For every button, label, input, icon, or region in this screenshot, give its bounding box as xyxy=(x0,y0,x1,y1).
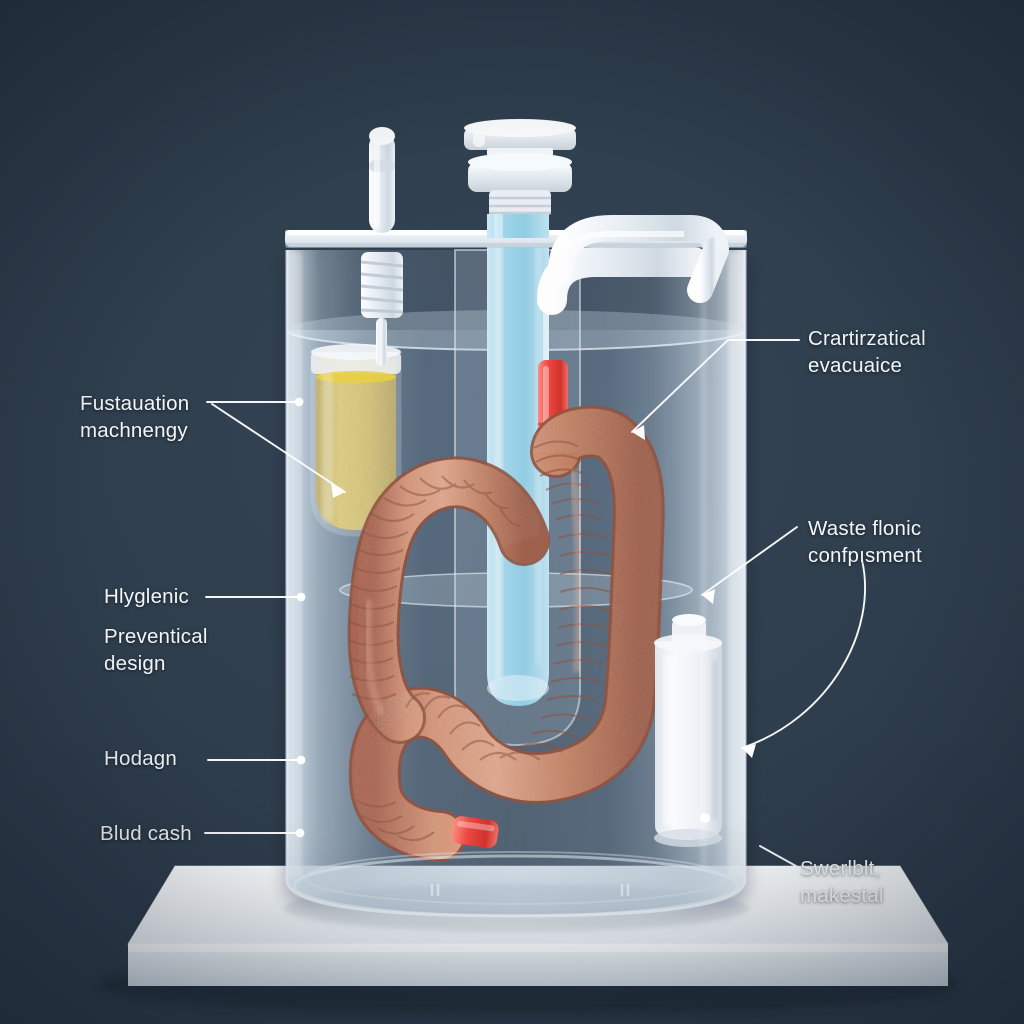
label-preventical-design: Preventical design xyxy=(104,623,208,677)
vessel-edges xyxy=(285,250,747,918)
leader-anchor-dots xyxy=(294,397,710,838)
elbow-spout xyxy=(548,215,729,303)
label-hygienic: Hlyglenic xyxy=(104,583,189,610)
leader-arrowheads xyxy=(331,425,756,758)
label-fluid-catch: Blud cash xyxy=(100,820,192,847)
copper-coil xyxy=(347,405,665,862)
label-housing: Hodagn xyxy=(104,745,177,772)
label-filtration-machinery: Fustauation machnengy xyxy=(80,390,189,444)
leader-swivel xyxy=(759,845,797,867)
leader-evacuation-branch xyxy=(631,339,729,433)
leader-filtration-branch xyxy=(211,403,346,493)
dropper-probe xyxy=(360,127,404,366)
granule-cartridge xyxy=(310,344,402,537)
label-centralized-evacuation: Crartirzatical evacuaice xyxy=(808,325,926,379)
label-swivel-makestal: Swerlblt, makestal xyxy=(800,855,884,909)
leader-waste-curve xyxy=(741,559,866,749)
threaded-collar xyxy=(360,252,404,318)
blue-tube-top xyxy=(487,214,549,238)
label-waste-flow-compartment: Waste flonic confpısment xyxy=(808,515,922,569)
cap-assembly xyxy=(464,119,576,216)
red-connector-lower xyxy=(451,816,499,848)
leader-waste-straight xyxy=(701,526,798,596)
